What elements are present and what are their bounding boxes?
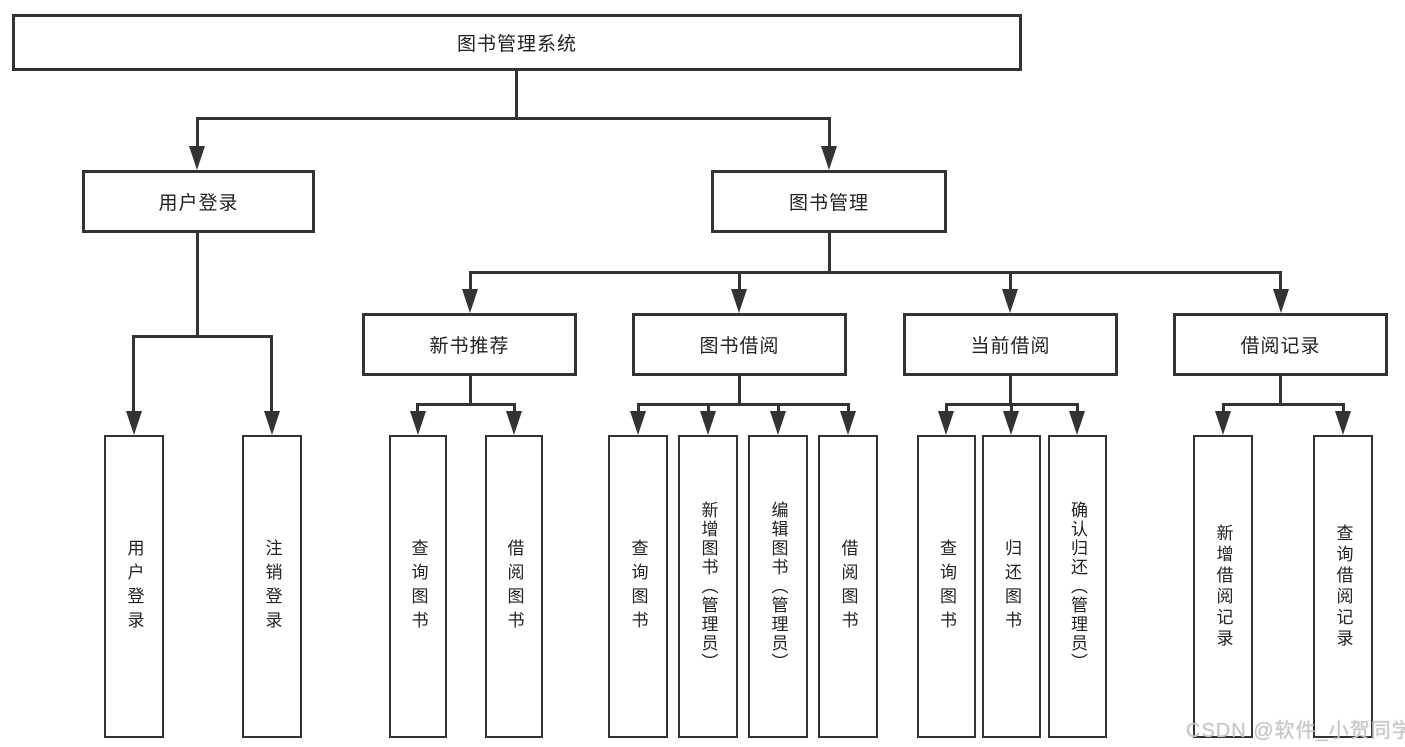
connector-line <box>1010 403 1013 415</box>
connector-line <box>132 335 135 415</box>
arrowhead-down-icon <box>821 146 837 170</box>
arrowhead-down-icon <box>630 411 646 435</box>
leaf-logout: 注销登录 <box>242 435 302 738</box>
connector-line <box>416 403 516 406</box>
arrowhead-down-icon <box>126 411 142 435</box>
arrowhead-down-icon <box>1003 411 1019 435</box>
arrowhead-down-icon <box>264 411 280 435</box>
leaf-query-book-current: 查询图书 <box>917 435 976 738</box>
node-book-borrow: 图书借阅 <box>632 313 847 376</box>
node-borrow-records: 借阅记录 <box>1173 313 1388 376</box>
leaf-query-book-recommend: 查询图书 <box>389 435 447 738</box>
arrowhead-down-icon <box>462 289 478 313</box>
arrowhead-down-icon <box>770 411 786 435</box>
arrowhead-down-icon <box>506 411 522 435</box>
connector-line <box>1222 403 1345 406</box>
arrowhead-down-icon <box>410 411 426 435</box>
leaf-borrow-book-recommend: 借阅图书 <box>485 435 543 738</box>
connector-line <box>738 374 741 406</box>
leaf-borrow-book: 借阅图书 <box>818 435 878 738</box>
leaf-confirm-return-admin: 确认归还（管理员） <box>1048 435 1107 738</box>
node-user-login: 用户登录 <box>82 170 315 233</box>
node-root: 图书管理系统 <box>12 14 1022 71</box>
leaf-query-borrow-record: 查询借阅记录 <box>1313 435 1373 738</box>
node-new-book-recommend: 新书推荐 <box>362 313 577 376</box>
connector-line <box>1009 374 1012 406</box>
arrowhead-down-icon <box>731 289 747 313</box>
leaf-user-login: 用户登录 <box>104 435 164 738</box>
arrowhead-down-icon <box>840 411 856 435</box>
connector-line <box>637 403 640 415</box>
connector-line <box>132 335 273 338</box>
leaf-add-book-admin: 新增图书（管理员） <box>678 435 738 738</box>
connector-line <box>1342 403 1345 415</box>
connector-line <box>847 403 850 415</box>
arrowhead-down-icon <box>1002 289 1018 313</box>
node-current-borrow: 当前借阅 <box>903 313 1118 376</box>
csdn-watermark: CSDN @软件_小贺同学 <box>1186 720 1405 742</box>
arrowhead-down-icon <box>700 411 716 435</box>
connector-line <box>828 117 831 149</box>
arrowhead-down-icon <box>938 411 954 435</box>
connector-line <box>707 403 710 415</box>
connector-line <box>828 231 831 274</box>
arrowhead-down-icon <box>1335 411 1351 435</box>
connector-line <box>945 403 948 415</box>
node-book-management: 图书管理 <box>711 170 947 233</box>
arrowhead-down-icon <box>189 146 205 170</box>
connector-line <box>196 231 199 337</box>
connector-line <box>777 403 780 415</box>
leaf-add-borrow-record: 新增借阅记录 <box>1193 435 1253 738</box>
connector-line <box>637 403 850 406</box>
connector-line <box>1279 271 1282 291</box>
connector-line <box>1279 374 1282 406</box>
connector-line <box>738 271 741 291</box>
leaf-edit-book-admin: 编辑图书（管理员） <box>748 435 808 738</box>
connector-line <box>196 117 831 120</box>
connector-line <box>1009 271 1012 291</box>
connector-line <box>469 271 472 291</box>
arrowhead-down-icon <box>1273 289 1289 313</box>
connector-line <box>513 403 516 415</box>
arrowhead-down-icon <box>1069 411 1085 435</box>
connector-line <box>469 271 1282 274</box>
connector-line <box>1222 403 1225 415</box>
connector-line <box>416 403 419 415</box>
connector-line <box>1076 403 1079 415</box>
connector-line <box>196 117 199 149</box>
leaf-return-book: 归还图书 <box>982 435 1041 738</box>
connector-line <box>270 335 273 415</box>
connector-line <box>469 374 472 406</box>
leaf-query-book-borrow: 查询图书 <box>608 435 668 738</box>
connector-line <box>515 71 518 119</box>
arrowhead-down-icon <box>1215 411 1231 435</box>
